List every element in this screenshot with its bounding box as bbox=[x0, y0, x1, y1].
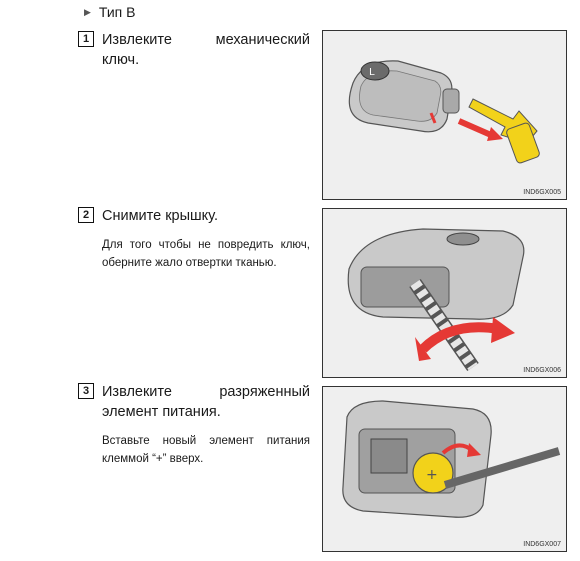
section-header: ▶ Тип B bbox=[84, 4, 136, 20]
step-number: 1 bbox=[78, 31, 94, 47]
step-1: 1 Извлеките механический ключ. bbox=[78, 30, 310, 70]
key-fob-illustration: L bbox=[348, 60, 540, 164]
section-title: Тип B bbox=[98, 4, 136, 20]
step-title: Снимите крышку. bbox=[102, 208, 219, 224]
step-number: 3 bbox=[78, 383, 94, 399]
svg-text:L: L bbox=[369, 67, 375, 78]
figure-remove-cover: IND6GX006 bbox=[322, 208, 567, 378]
step-3: 3 Извлеките разряженный элемент питания.… bbox=[78, 382, 310, 468]
step-number: 2 bbox=[78, 207, 94, 223]
step-title: Извлеките механический ключ. bbox=[102, 32, 310, 68]
figure-code: IND6GX007 bbox=[523, 541, 561, 548]
figure-code: IND6GX005 bbox=[523, 189, 561, 196]
battery-removal-illustration: + bbox=[342, 400, 561, 518]
cover-removal-illustration bbox=[347, 228, 525, 371]
step-note: Вставьте новый элемент питания клеммой “… bbox=[102, 435, 310, 465]
figure-code: IND6GX006 bbox=[523, 367, 561, 374]
svg-text:+: + bbox=[426, 467, 438, 483]
figure-remove-battery: + IND6GX007 bbox=[322, 386, 567, 552]
step-2: 2 Снимите крышку. Для того чтобы не повр… bbox=[78, 206, 310, 272]
triangle-bullet-icon: ▶ bbox=[84, 6, 91, 17]
figure-remove-key: L IND6GX005 bbox=[322, 30, 567, 200]
step-note: Для того чтобы не повредить ключ, оберни… bbox=[102, 239, 310, 269]
step-title: Извлеките разряженный элемент питания. bbox=[102, 384, 310, 420]
